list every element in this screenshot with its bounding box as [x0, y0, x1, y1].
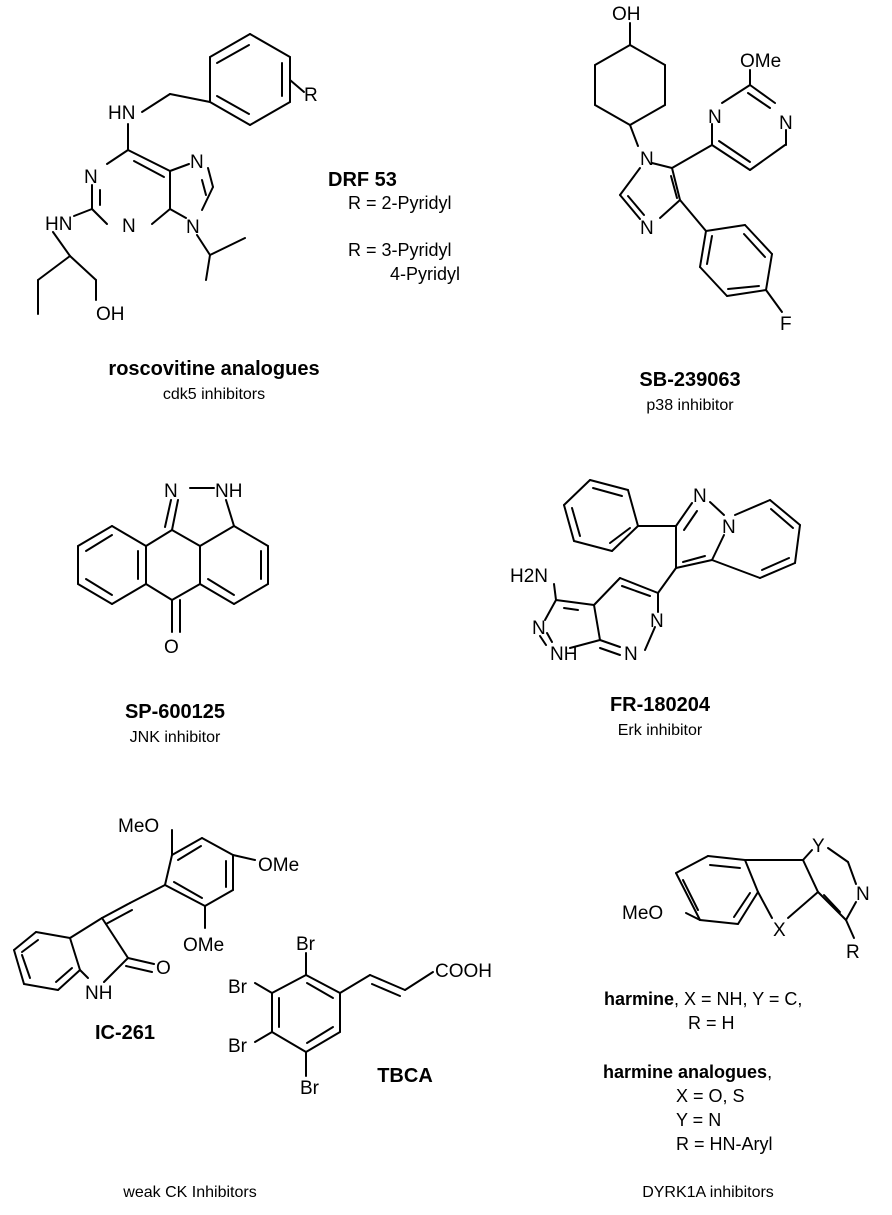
- atom-f: F: [780, 314, 792, 335]
- drf53-label: DRF 53: [328, 169, 397, 191]
- harmine-analogues-comma: ,: [767, 1062, 772, 1082]
- atom-n: N: [693, 486, 707, 507]
- atom-n: N: [624, 644, 638, 665]
- sb239063-structure: OH OMe N N N N F: [594, 4, 793, 335]
- atom-n: N: [84, 167, 98, 188]
- tbca-structure: Br Br Br Br COOH: [228, 934, 492, 1099]
- atom-hn: HN: [45, 214, 72, 235]
- atom-nh: NH: [85, 983, 112, 1004]
- compound-caption: Erk inhibitor: [618, 722, 703, 739]
- atom-n: N: [650, 611, 664, 632]
- atom-ome: OMe: [740, 51, 781, 72]
- fr180204-structure: N N H2N N NH N N: [510, 479, 801, 665]
- atom-n: N: [186, 217, 200, 238]
- atom-h2n: H2N: [510, 566, 548, 587]
- drf53-line: 4-Pyridyl: [390, 264, 460, 284]
- harmine-analogues-name: harmine analogues: [603, 1062, 767, 1082]
- harmine-structure: MeO Y N X R: [622, 836, 870, 963]
- compound-name: SP-600125: [125, 701, 225, 723]
- atom-o: O: [156, 958, 171, 979]
- atom-br: Br: [296, 934, 316, 955]
- atom-n: N: [164, 481, 178, 502]
- harmine-r: R = H: [688, 1013, 735, 1033]
- atom-n: N: [640, 149, 654, 170]
- group-label-left: weak CK Inhibitors: [122, 1184, 256, 1201]
- drf53-line: R = 2-Pyridyl: [348, 193, 452, 213]
- atom-n: N: [779, 113, 793, 134]
- atom-br: Br: [300, 1078, 320, 1099]
- compound-name: roscovitine analogues: [108, 358, 319, 380]
- harmine-analogue-r: R = HN-Aryl: [676, 1134, 773, 1154]
- compound-name: TBCA: [377, 1065, 433, 1087]
- atom-n: N: [722, 517, 736, 538]
- compound-caption: cdk5 inhibitors: [163, 386, 265, 403]
- drf53-legend: DRF 53 R = 2-Pyridyl R = 3-Pyridyl 4-Pyr…: [328, 169, 460, 284]
- harmine-name: harmine: [604, 989, 674, 1009]
- atom-meo: MeO: [118, 816, 159, 837]
- atom-r: R: [846, 942, 860, 963]
- atom-n: N: [190, 152, 204, 173]
- harmine-description: harmine, X = NH, Y = C, R = H harmine an…: [603, 989, 802, 1154]
- compound-caption: p38 inhibitor: [646, 397, 734, 414]
- harmine-analogue-y: Y = N: [676, 1110, 721, 1130]
- atom-o: O: [164, 637, 179, 658]
- atom-meo: MeO: [622, 903, 663, 924]
- harmine-line: harmine, X = NH, Y = C,: [604, 989, 802, 1009]
- atom-cooh: COOH: [435, 961, 492, 982]
- compound-name: FR-180204: [610, 694, 711, 716]
- group-label-right: DYRK1A inhibitors: [642, 1184, 774, 1201]
- harmine-analogues-line: harmine analogues,: [603, 1062, 772, 1082]
- atom-hn: HN: [108, 103, 135, 124]
- atom-x: X: [773, 920, 786, 941]
- atom-ome: OMe: [258, 855, 299, 876]
- atom-ome: OMe: [183, 935, 224, 956]
- atom-oh: OH: [96, 304, 125, 325]
- atom-n: N: [708, 107, 722, 128]
- drf53-line: R = 3-Pyridyl: [348, 240, 452, 260]
- atom-n: N: [856, 884, 870, 905]
- atom-nh: NH: [550, 644, 577, 665]
- atom-n: N: [122, 216, 136, 237]
- compound-name: SB-239063: [639, 369, 740, 391]
- atom-r: R: [304, 85, 318, 106]
- sp600125-structure: N NH O: [77, 481, 269, 658]
- compound-name: IC-261: [95, 1022, 155, 1044]
- atom-br: Br: [228, 977, 248, 998]
- roscovitine-structure: HN R N N N N HN OH: [37, 33, 318, 325]
- atom-y: Y: [812, 836, 825, 857]
- atom-n: N: [532, 618, 546, 639]
- harmine-analogue-x: X = O, S: [676, 1086, 745, 1106]
- atom-n: N: [640, 218, 654, 239]
- ic261-structure: MeO OMe OMe O NH: [13, 816, 299, 1004]
- harmine-rest: , X = NH, Y = C,: [674, 989, 802, 1009]
- compound-caption: JNK inhibitor: [130, 729, 221, 746]
- atom-br: Br: [228, 1036, 248, 1057]
- atom-oh: OH: [612, 4, 641, 25]
- atom-nh: NH: [215, 481, 242, 502]
